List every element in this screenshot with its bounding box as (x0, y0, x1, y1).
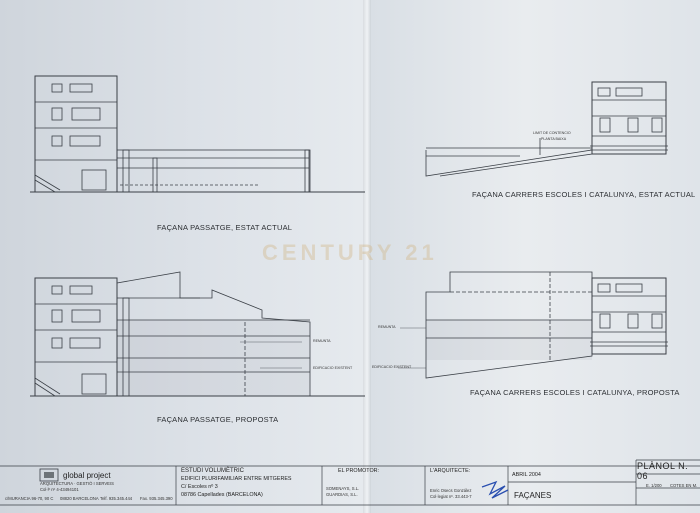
promotor-1: SOMENAYS, S.L. (326, 486, 360, 491)
label-limit: LIMIT DE CONTENCIO (533, 131, 571, 135)
signature (481, 480, 509, 499)
scale: E. 1/200 (646, 483, 662, 488)
arquitecte-label: L'ARQUITECTE: (430, 468, 471, 474)
label-remunta-right: REMUNTA (378, 325, 396, 329)
label-edificacio-right: EDIFICACIO EXISTENT (372, 365, 412, 369)
firm-registration: Col·lº nº 4-43494101 (40, 487, 79, 492)
elevation-right-existing (425, 81, 668, 177)
firm-tel: Telf. 935.345.444 (100, 496, 133, 501)
label-planta: PLANTA BAIXA (541, 137, 567, 141)
paper-fold (363, 0, 371, 513)
promotor-label: EL PROMOTOR: (338, 468, 380, 474)
arquitecte-name: Enric Osecs González (430, 488, 472, 493)
project-line-2: C/ Escoles nº 3 (181, 484, 218, 490)
elevation-right-proposed (398, 271, 668, 379)
firm-subtitle: ARQUITECTURA · GESTIÓ I SERVEIS (40, 481, 114, 486)
firm-name: global project (63, 471, 111, 480)
caption-right-top: FAÇANA CARRERS ESCOLES I CATALUNYA, ESTA… (472, 190, 696, 199)
firm-city: 08820 BARCELONA (60, 496, 99, 501)
arquitecte-registration: Col·legiat nº. 33.443-7 (430, 494, 472, 499)
watermark: CENTURY 21 (262, 240, 438, 265)
firm-fax: Fax. 935.345.390 (140, 496, 173, 501)
elevation-left-existing (30, 75, 365, 193)
project-line-1: EDIFICI PLURIFAMILIAR ENTRE MITGERES (181, 476, 292, 482)
firm-address: c/MURANCIA 96-70, 90 C (5, 496, 54, 501)
title-block-frame (0, 459, 700, 506)
caption-right-bottom: FAÇANA CARRERS ESCOLES I CATALUNYA, PROP… (470, 388, 680, 397)
project-line-3: 08786 Capellades (BARCELONA) (181, 492, 263, 498)
promotor-2: GUARDIAS, S.L. (326, 492, 358, 497)
sheet-title: FAÇANES (514, 491, 552, 500)
plan-number: PLÀNOL N. 06 (637, 461, 689, 481)
units: COTES EN M. (670, 483, 698, 488)
caption-left-bottom: FAÇANA PASSATGE, PROPOSTA (157, 415, 279, 424)
label-remunta-left: REMUNTA (313, 339, 331, 343)
label-edificacio-left: EDIFICACIO EXISTENT (313, 366, 353, 370)
caption-left-top: FAÇANA PASSATGE, ESTAT ACTUAL (157, 223, 293, 232)
date: ABRIL 2004 (512, 472, 541, 478)
project-title: ESTUDI VOLUMÈTRIC (181, 468, 245, 474)
elevation-left-proposed (30, 271, 365, 397)
